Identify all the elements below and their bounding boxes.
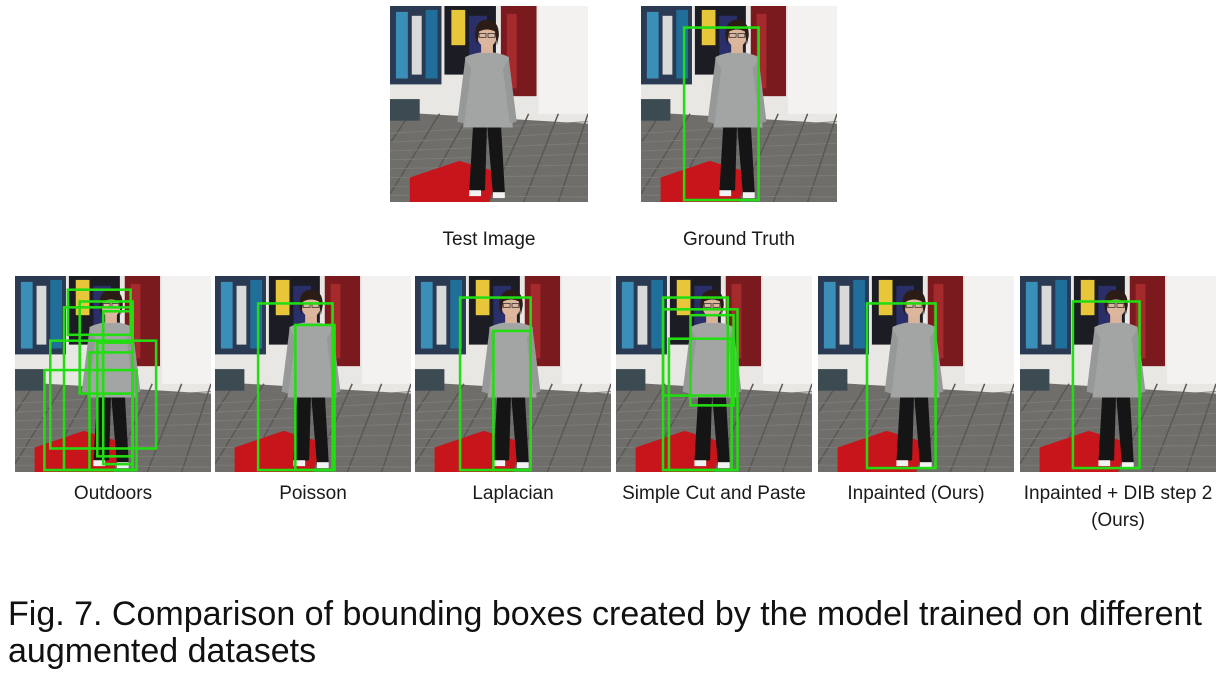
label-simple-cut-and-paste: Simple Cut and Paste [622, 483, 806, 504]
label-inpainted: Inpainted (Ours) [847, 483, 985, 504]
figure-inpainted-dib [1020, 276, 1216, 472]
scene-photo [390, 6, 588, 202]
bounding-box [865, 302, 937, 470]
scene-photo [215, 276, 411, 472]
figure-laplacian [415, 276, 611, 472]
figure-caption: Fig. 7. Comparison of bounding boxes cre… [8, 595, 1202, 670]
label-outdoors: Outdoors [73, 483, 153, 504]
figure-simple-cut-and-paste [616, 276, 812, 472]
person [281, 289, 341, 469]
bounding-box [689, 313, 735, 407]
figure-poisson [215, 276, 411, 472]
figure-ground-truth [641, 6, 837, 202]
scene-photo [1020, 276, 1216, 472]
bounding-boxes [43, 288, 158, 472]
bounding-boxes [256, 302, 336, 472]
figure-inpainted [818, 276, 1014, 472]
person [481, 289, 541, 469]
scene-photo [616, 276, 812, 472]
person [457, 19, 517, 199]
figure-test-image [390, 6, 588, 202]
scene-photo [415, 276, 611, 472]
bounding-box [294, 323, 336, 472]
scene-photo [818, 276, 1014, 472]
person [682, 289, 742, 469]
bounding-box [96, 341, 134, 458]
bounding-boxes [458, 296, 532, 472]
scene-photo [15, 276, 211, 472]
person [884, 289, 944, 469]
label-ground-truth: Ground Truth [683, 229, 795, 250]
label-inpainted-dib: Inpainted + DIB step 2 (Ours) [1023, 483, 1213, 531]
label-test-image: Test Image [442, 229, 536, 250]
person [707, 19, 767, 199]
bounding-box [492, 329, 532, 472]
figure-outdoors [15, 276, 211, 472]
bounding-boxes [865, 302, 937, 470]
bounding-boxes [1071, 300, 1141, 470]
bounding-boxes [661, 296, 739, 472]
bounding-boxes [682, 26, 760, 202]
bounding-box [66, 288, 132, 337]
bounding-box [1071, 300, 1141, 470]
scene-photo [641, 6, 837, 202]
label-poisson: Poisson [279, 483, 347, 504]
label-laplacian: Laplacian [472, 483, 554, 504]
bounding-box [682, 26, 760, 202]
